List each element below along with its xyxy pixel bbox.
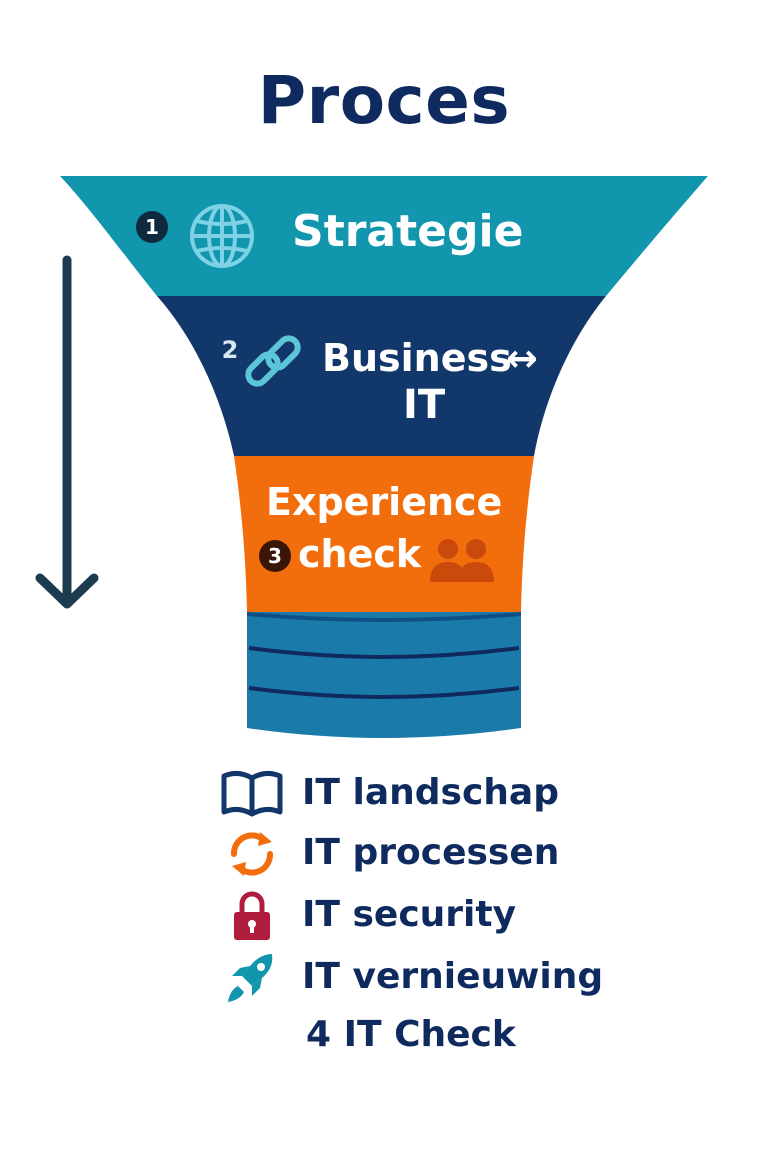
- rocket-icon: [220, 950, 284, 1006]
- stage-label-business: Business: [322, 336, 512, 380]
- legend-label: IT security: [302, 894, 517, 935]
- cylinder-divider: [248, 646, 520, 659]
- funnel-stage-business-it: [157, 296, 606, 456]
- stage-number-badge: 2: [221, 336, 239, 364]
- stage-label-strategie: Strategie: [292, 206, 524, 257]
- people-icon: [428, 536, 496, 584]
- cylinder-divider: [248, 686, 520, 699]
- process-direction-arrow: [35, 255, 99, 609]
- footer-label: 4 IT Check: [306, 1014, 516, 1055]
- lock-icon: [220, 888, 284, 944]
- refresh-icon: [220, 826, 284, 882]
- legend-label: IT processen: [302, 832, 560, 873]
- funnel-base-cylinder: [247, 612, 521, 738]
- stage-label-it: IT: [403, 382, 446, 428]
- stage-label-experience: Experience: [266, 480, 503, 524]
- cylinder-rim: [247, 612, 521, 622]
- page-title: Proces: [257, 62, 511, 139]
- stage-label-check: check: [298, 532, 422, 576]
- stage-number-badge: 3: [259, 540, 291, 572]
- bidirectional-arrow-symbol: ↔: [506, 336, 538, 380]
- legend-label: IT vernieuwing: [302, 956, 604, 997]
- globe-icon: [186, 200, 258, 272]
- legend-label: IT landschap: [302, 772, 559, 813]
- book-icon: [220, 766, 284, 822]
- link-icon: [240, 330, 306, 396]
- stage-number-badge: 1: [136, 211, 168, 243]
